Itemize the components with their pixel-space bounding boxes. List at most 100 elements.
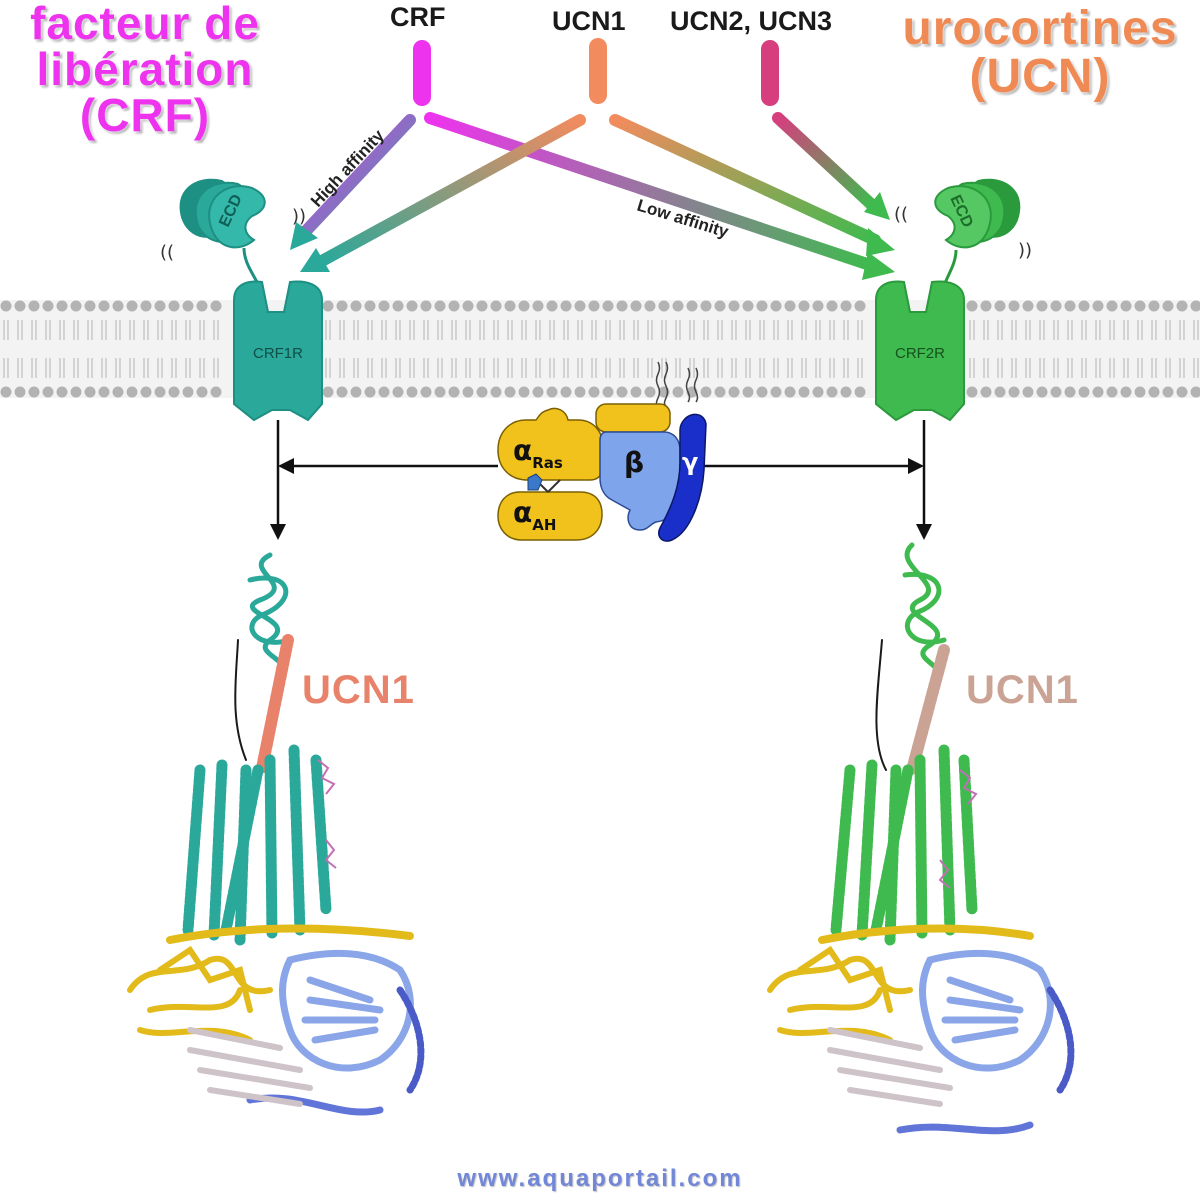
lipid-head: [182, 300, 194, 312]
lipid-head: [742, 386, 754, 398]
lipid-head: [980, 300, 992, 312]
lipid-head: [1022, 386, 1034, 398]
lipid-head: [462, 386, 474, 398]
lipid-head: [322, 300, 334, 312]
lipid-anchor-3: [685, 367, 691, 403]
lipid-head: [0, 386, 12, 398]
crf2r-structure-ligands: [938, 769, 978, 889]
lipid-head: [812, 386, 824, 398]
lipid-head: [560, 386, 572, 398]
lipid-head: [448, 386, 460, 398]
ucn1-to-crf1r-arrowhead: [300, 248, 330, 272]
lipid-head: [378, 386, 390, 398]
lipid-head: [826, 300, 838, 312]
crf2r-structure-ucn1-helix: [906, 644, 950, 776]
lipid-head: [1064, 386, 1076, 398]
lipid-head: [700, 386, 712, 398]
headline-crf-line1: facteur de: [30, 0, 260, 49]
lipid-head: [476, 300, 488, 312]
lipid-head: [1050, 386, 1062, 398]
ucn1-ligand-text: UCN1: [552, 6, 626, 36]
headline-crf-line2: libération: [36, 43, 254, 95]
watermark: www.aquaportail.com: [457, 1165, 743, 1192]
lipid-head: [1162, 386, 1174, 398]
lipid-head: [546, 386, 558, 398]
lipid-head: [42, 386, 54, 398]
ucn23-to-crf2r-arrowhead: [864, 192, 890, 220]
headline-crf: facteur de libération (CRF): [0, 0, 290, 138]
lipid-head: [392, 386, 404, 398]
crf-to-crf2r-arrowhead: [862, 252, 895, 280]
crf-ligand-bar: [413, 40, 431, 106]
lipid-head: [826, 386, 838, 398]
alpha-ah-symbol: αAH: [513, 496, 556, 534]
lipid-head: [364, 300, 376, 312]
crf1r-motion-marks-right: )): [292, 206, 306, 227]
lipid-head: [350, 300, 362, 312]
ucn1-to-crf2r-arrowhead: [866, 228, 895, 256]
lipid-head: [616, 386, 628, 398]
lipid-head: [1036, 300, 1048, 312]
lipid-head: [1148, 300, 1160, 312]
lipid-head: [840, 300, 852, 312]
lipid-head: [0, 300, 12, 312]
lipid-head: [630, 300, 642, 312]
crf2r-structure: [767, 542, 1075, 1135]
beta-symbol: β: [624, 446, 644, 479]
lipid-head: [462, 300, 474, 312]
lipid-head: [14, 300, 26, 312]
lipid-head: [364, 386, 376, 398]
lipid-head: [686, 300, 698, 312]
lipid-head: [168, 386, 180, 398]
lipid-head: [980, 386, 992, 398]
lipid-head: [154, 300, 166, 312]
crf2r-stalk: [942, 249, 958, 287]
crf1r-structure-galpha: [127, 924, 414, 1043]
lipid-head: [490, 386, 502, 398]
lipid-head: [378, 300, 390, 312]
high-affinity-label: High affinity: [307, 126, 388, 211]
crf1r-stalk: [242, 247, 260, 285]
lipid-head: [1190, 300, 1200, 312]
crf1r-body: [233, 280, 323, 422]
crf2r-structure-tmd: [830, 744, 978, 946]
lipid-head: [854, 386, 866, 398]
crf1r-structure-ligands: [317, 759, 337, 869]
lipid-head: [784, 300, 796, 312]
lipid-head: [504, 386, 516, 398]
headline-ucn: urocortines (UCN): [880, 5, 1200, 101]
lipid-head: [518, 300, 530, 312]
crf1r-structure-ecd: [234, 552, 293, 761]
lipid-head: [70, 386, 82, 398]
lipid-head: [126, 300, 138, 312]
ucn1-to-crf2r-arrow: [609, 114, 881, 246]
lipid-head: [560, 300, 572, 312]
lipid-head: [1134, 300, 1146, 312]
lipid-head: [1106, 300, 1118, 312]
lipid-anchor-1: [655, 361, 661, 407]
lipid-head: [406, 300, 418, 312]
lipid-head: [1148, 386, 1160, 398]
lipid-head: [756, 300, 768, 312]
lipid-heads: [0, 300, 1200, 398]
lipid-head: [434, 300, 446, 312]
lipid-head: [42, 300, 54, 312]
lipid-head: [1050, 300, 1062, 312]
lipid-head: [210, 386, 222, 398]
lipid-head: [728, 300, 740, 312]
crf2r-ecd: ECD: [934, 178, 1021, 249]
crf2r-label: CRF2R: [895, 345, 945, 362]
lipid-anchor-4: [693, 367, 699, 403]
lipid-head: [700, 300, 712, 312]
g-protein-heterotrimer: αRas αAH β γ: [497, 361, 707, 542]
crf2r-motion-marks-right: )): [1018, 240, 1032, 261]
lipid-head: [994, 300, 1006, 312]
lipid-head: [112, 300, 124, 312]
lipid-head: [1036, 386, 1048, 398]
lipid-head: [112, 386, 124, 398]
lipid-head: [574, 386, 586, 398]
lipid-head: [322, 386, 334, 398]
lipid-head: [140, 386, 152, 398]
